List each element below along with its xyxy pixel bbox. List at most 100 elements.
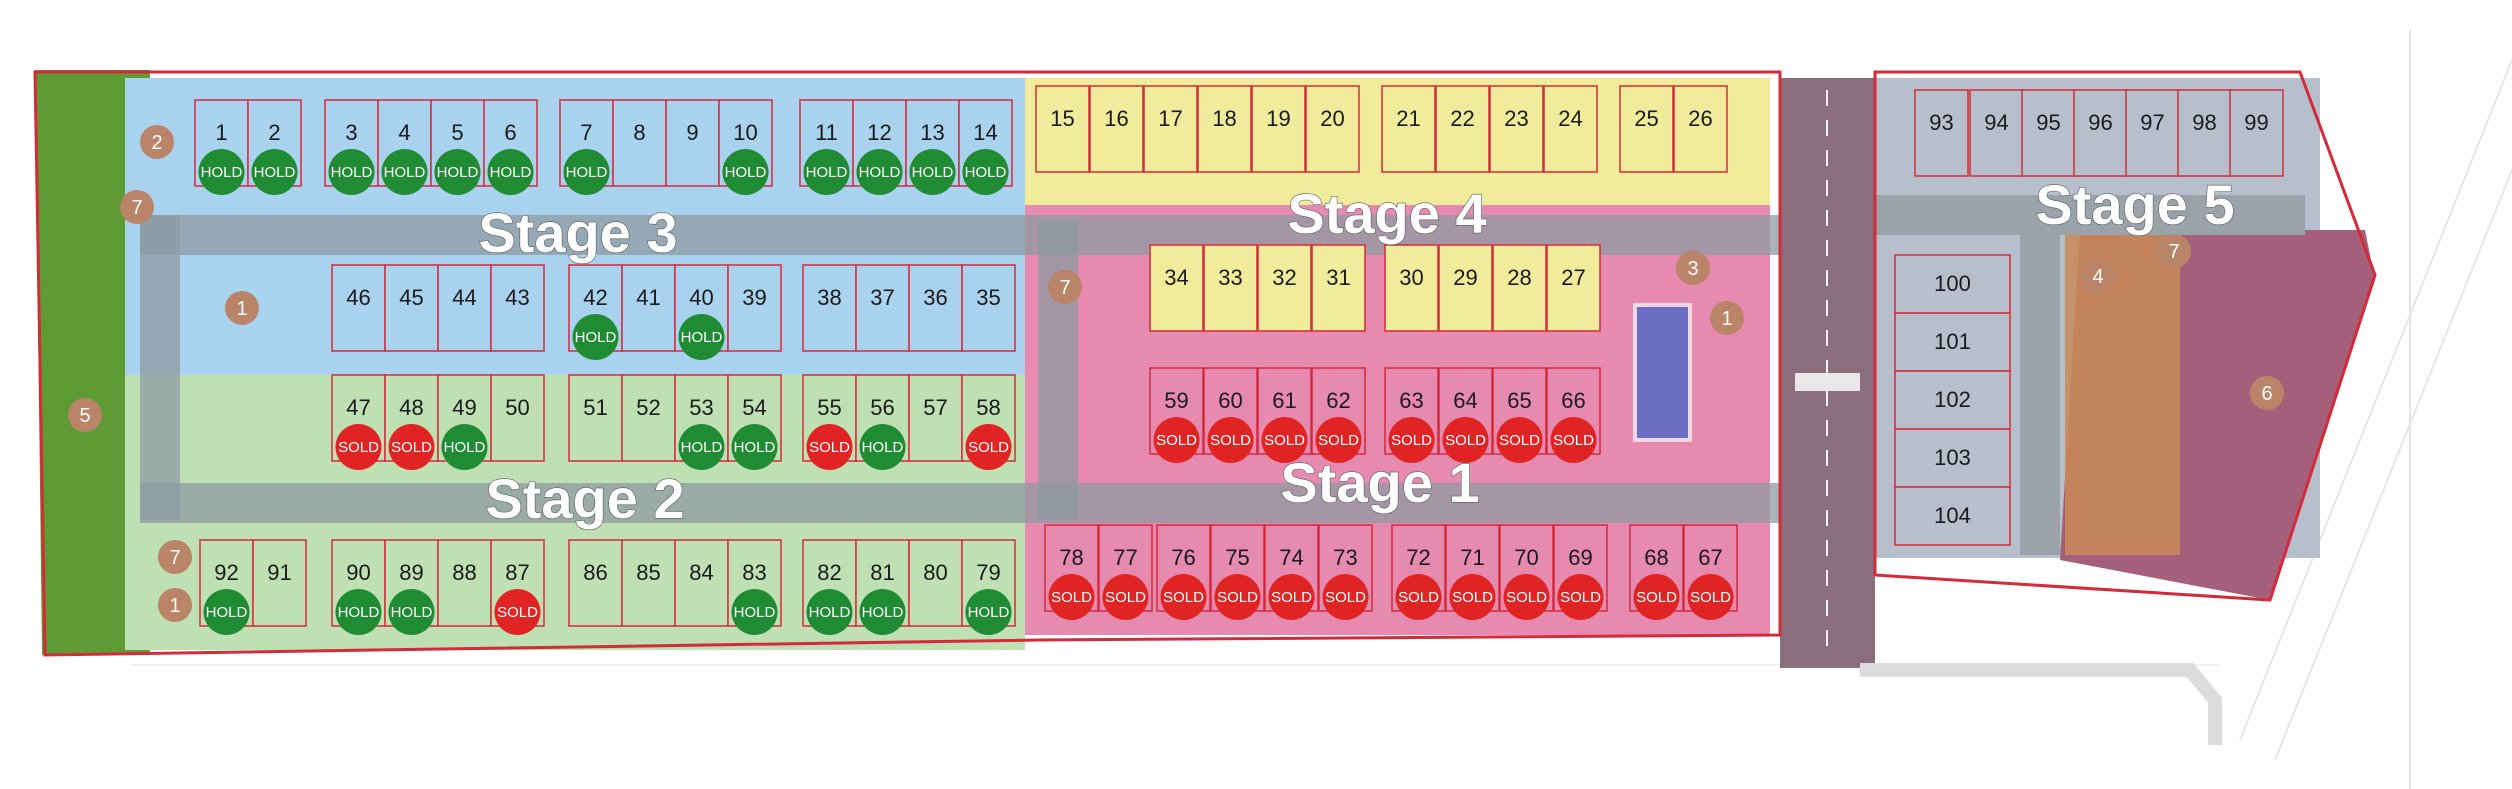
lot-41[interactable]: 41 <box>621 264 676 352</box>
lot-parcel[interactable] <box>1546 244 1601 332</box>
lot-parcel[interactable] <box>1143 85 1198 173</box>
lot-27[interactable]: 27 <box>1546 244 1601 332</box>
lot-parcel[interactable] <box>1384 244 1439 332</box>
lot-20[interactable]: 20 <box>1305 85 1360 173</box>
lot-32[interactable]: 32 <box>1257 244 1312 332</box>
lot-33[interactable]: 33 <box>1203 244 1258 332</box>
amenity-marker[interactable] <box>140 125 174 159</box>
lot-57[interactable]: 57 <box>908 374 963 462</box>
lot-93[interactable]: 93 <box>1914 89 1969 177</box>
lot-51[interactable]: 51 <box>568 374 623 462</box>
amenity-marker[interactable] <box>68 398 102 432</box>
lot-parcel[interactable] <box>1305 85 1360 173</box>
lot-parcel[interactable] <box>621 264 676 352</box>
lot-100[interactable]: 100 <box>1894 254 2011 314</box>
lot-parcel[interactable] <box>1435 85 1490 173</box>
lot-31[interactable]: 31 <box>1311 244 1366 332</box>
lot-parcel[interactable] <box>1969 89 2024 177</box>
lot-94[interactable]: 94 <box>1969 89 2024 177</box>
lot-parcel[interactable] <box>2229 89 2284 177</box>
lot-parcel[interactable] <box>1035 85 1090 173</box>
lot-43[interactable]: 43 <box>490 264 545 352</box>
lot-50[interactable]: 50 <box>490 374 545 462</box>
amenity-marker[interactable] <box>120 190 154 224</box>
lot-parcel[interactable] <box>674 539 729 627</box>
lot-104[interactable]: 104 <box>1894 486 2011 546</box>
lot-parcel[interactable] <box>1251 85 1306 173</box>
lot-84[interactable]: 84 <box>674 539 729 627</box>
lot-80[interactable]: 80 <box>908 539 963 627</box>
lot-parcel[interactable] <box>1894 486 2011 546</box>
lot-17[interactable]: 17 <box>1143 85 1198 173</box>
lot-parcel[interactable] <box>621 539 676 627</box>
lot-9[interactable]: 9 <box>665 99 720 187</box>
lot-34[interactable]: 34 <box>1149 244 1204 332</box>
lot-parcel[interactable] <box>2073 89 2128 177</box>
lot-parcel[interactable] <box>568 374 623 462</box>
lot-44[interactable]: 44 <box>437 264 492 352</box>
lot-30[interactable]: 30 <box>1384 244 1439 332</box>
lot-103[interactable]: 103 <box>1894 428 2011 488</box>
amenity-marker[interactable] <box>225 291 259 325</box>
lot-23[interactable]: 23 <box>1489 85 1544 173</box>
amenity-marker[interactable] <box>2250 376 2284 410</box>
lot-parcel[interactable] <box>252 539 307 627</box>
lot-26[interactable]: 26 <box>1673 85 1728 173</box>
lot-parcel[interactable] <box>961 264 1016 352</box>
lot-parcel[interactable] <box>1197 85 1252 173</box>
lot-36[interactable]: 36 <box>908 264 963 352</box>
lot-96[interactable]: 96 <box>2073 89 2128 177</box>
lot-85[interactable]: 85 <box>621 539 676 627</box>
lot-parcel[interactable] <box>568 539 623 627</box>
lot-parcel[interactable] <box>1673 85 1728 173</box>
lot-parcel[interactable] <box>490 374 545 462</box>
lot-52[interactable]: 52 <box>621 374 676 462</box>
lot-parcel[interactable] <box>490 264 545 352</box>
lot-parcel[interactable] <box>1543 85 1598 173</box>
lot-parcel[interactable] <box>1311 244 1366 332</box>
lot-24[interactable]: 24 <box>1543 85 1598 173</box>
lot-15[interactable]: 15 <box>1035 85 1090 173</box>
amenity-marker[interactable] <box>158 588 192 622</box>
lot-parcel[interactable] <box>2177 89 2232 177</box>
lot-102[interactable]: 102 <box>1894 370 2011 430</box>
lot-21[interactable]: 21 <box>1381 85 1436 173</box>
lot-parcel[interactable] <box>1257 244 1312 332</box>
lot-19[interactable]: 19 <box>1251 85 1306 173</box>
lot-8[interactable]: 8 <box>612 99 667 187</box>
lot-35[interactable]: 35 <box>961 264 1016 352</box>
